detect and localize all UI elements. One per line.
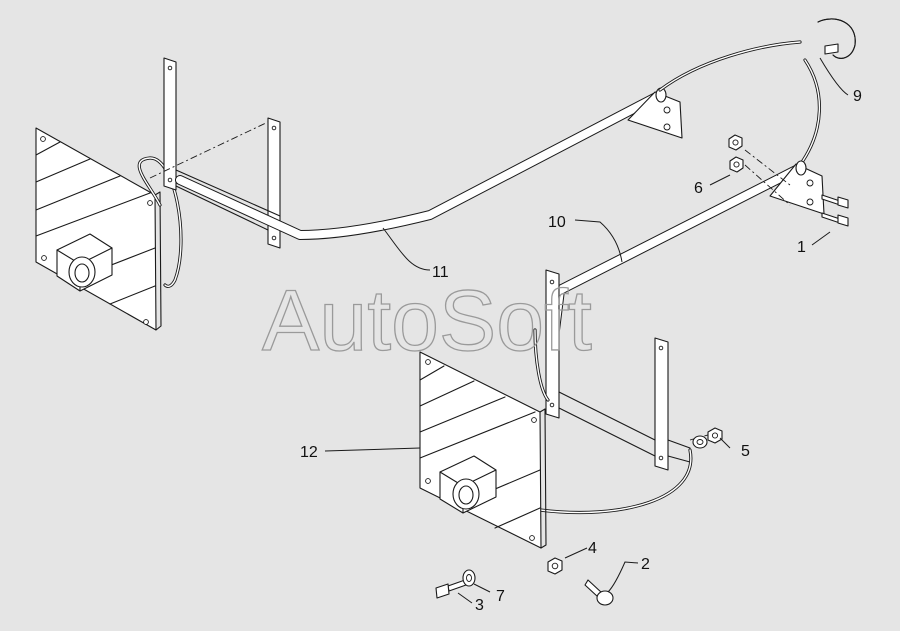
- callout-12: 12: [300, 444, 318, 461]
- callout-11: 11: [432, 264, 449, 281]
- callout-10: 10: [548, 214, 566, 231]
- right-bar-front: [654, 337, 669, 471]
- nut-4: [547, 557, 563, 575]
- left-tube-bracket: [627, 91, 683, 139]
- nut-6: [728, 134, 791, 206]
- callout-numbers: 1 2 3 4 5 6 7 9 10 11 12: [300, 88, 862, 614]
- left-lamp: [56, 233, 113, 292]
- leader-lines: [324, 57, 849, 604]
- left-mirror-hatch: [35, 141, 156, 305]
- right-lamp: [439, 455, 497, 514]
- bolt-2: [584, 579, 614, 606]
- right-mirror-assembly: [419, 160, 825, 549]
- left-mirror-assembly: [35, 40, 802, 331]
- callout-1: 1: [797, 239, 806, 256]
- wire-clip: [817, 18, 856, 59]
- watermark: AutoSoft: [262, 273, 592, 369]
- bolt-1: [821, 194, 849, 227]
- callout-7: 7: [496, 588, 505, 605]
- callout-3: 3: [475, 597, 484, 614]
- right-bar-rear: [545, 269, 560, 419]
- bolt-3: [435, 579, 467, 599]
- callout-2: 2: [641, 556, 650, 573]
- left-bar-front: [267, 117, 281, 249]
- callout-5: 5: [741, 443, 750, 460]
- callout-9: 9: [853, 88, 862, 105]
- left-bar-rear: [163, 57, 177, 191]
- callout-6: 6: [694, 180, 703, 197]
- washer-5: [692, 427, 723, 449]
- washer-7: [462, 569, 476, 587]
- right-mirror-plate: [419, 351, 542, 549]
- callout-4: 4: [588, 540, 597, 557]
